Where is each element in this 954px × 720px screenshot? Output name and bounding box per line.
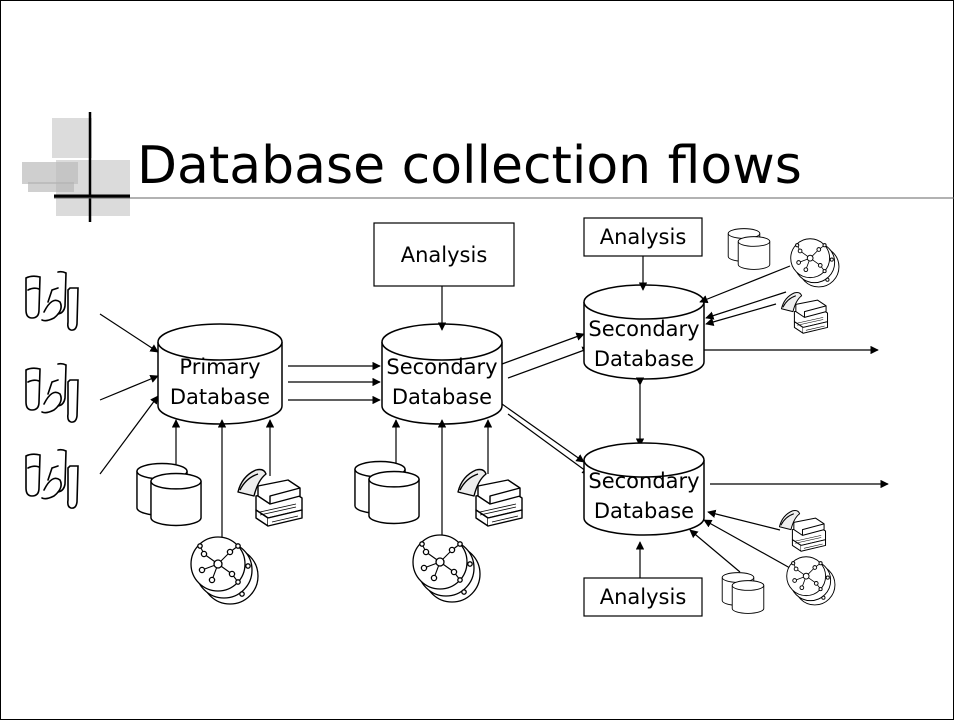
secondary-database-bottom-label-line1: Secondary <box>588 469 700 493</box>
slide-title: Database collection flows <box>137 136 802 196</box>
analysis-box-bottom <box>583 577 703 617</box>
secondary-database-center-label: Secondary Database <box>376 352 508 412</box>
secondary-database-bottom-label-line2: Database <box>593 499 695 523</box>
arrows-into-primary <box>99 313 275 548</box>
arrows-primary-to-secondary <box>288 361 381 405</box>
primary-database-label-line2: Database <box>169 385 271 409</box>
analysis-box-top <box>583 217 703 257</box>
secondary-database-bottom-cylinder <box>583 442 705 536</box>
secondary-database-top-label-line2: Database <box>593 347 695 371</box>
secondary-database-top-label: Secondary Database <box>578 314 710 374</box>
primary-database-label: Primary Database <box>158 352 282 412</box>
analysis-top-label: Analysis <box>599 225 687 249</box>
secondary-database-center-cylinder <box>381 323 503 425</box>
arrows-center-to-secondaries <box>501 332 591 475</box>
secondary-database-top-cylinder <box>583 284 705 380</box>
secondary-database-top-label-line1: Secondary <box>588 317 700 341</box>
analysis-center-label: Analysis <box>400 243 488 267</box>
analysis-box-center <box>373 222 515 287</box>
arrows-into-bottom <box>635 479 889 578</box>
arrows-into-top <box>638 256 879 355</box>
arrows-into-center <box>391 286 493 546</box>
secondary-database-center-label-line2: Database <box>391 385 493 409</box>
primary-database-label-line1: Primary <box>179 355 261 379</box>
secondary-database-bottom-label: Secondary Database <box>578 466 710 526</box>
secondary-database-center-label-line1: Secondary <box>386 355 498 379</box>
title-decoration <box>22 112 954 222</box>
analysis-bottom-label: Analysis <box>599 585 687 609</box>
